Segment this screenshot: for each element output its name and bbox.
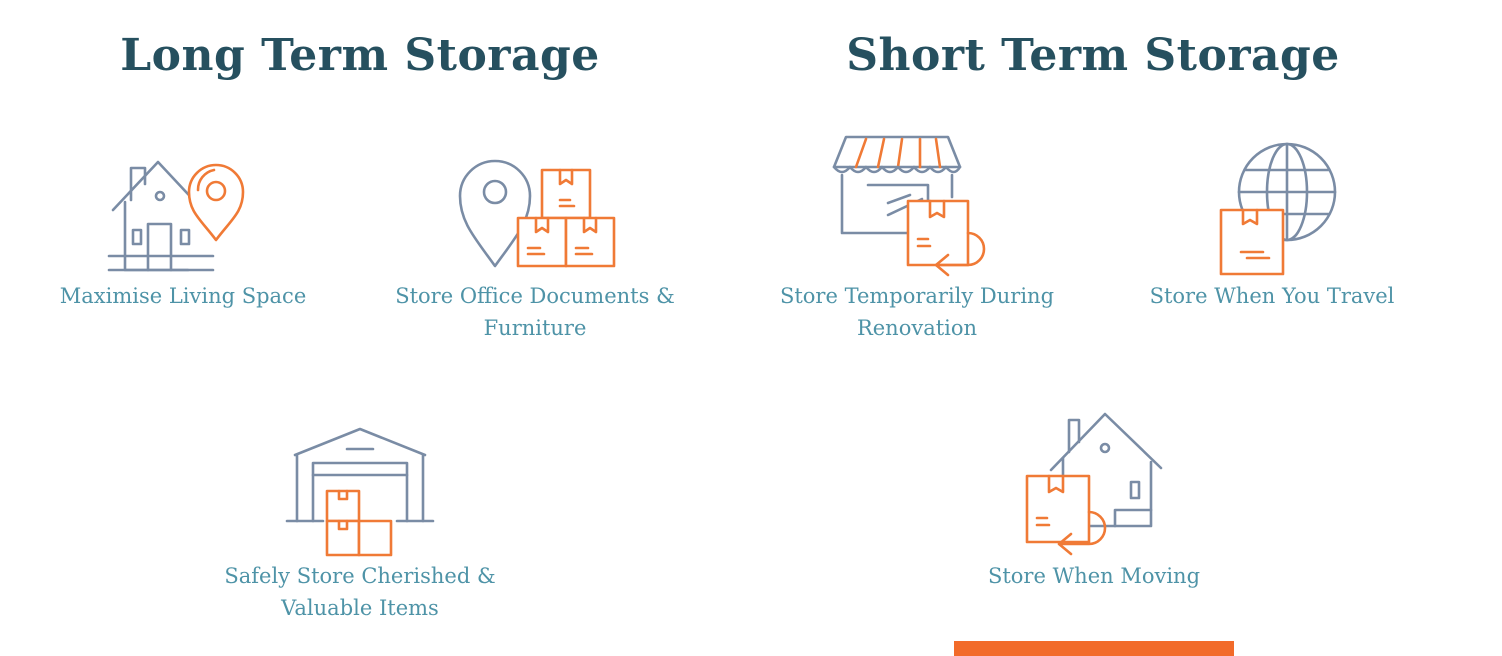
- feature-store-when-travel[interactable]: Store When You Travel: [1130, 140, 1414, 312]
- feature-store-during-renovation[interactable]: Store Temporarily During Renovation: [760, 135, 1074, 344]
- feature-label: Safely Store Cherished & Valuable Items: [224, 564, 496, 620]
- feature-label: Store Temporarily During Renovation: [779, 284, 1055, 340]
- orange-action-bar[interactable]: [954, 641, 1234, 656]
- short-term-storage-heading: Short Term Storage: [846, 30, 1340, 81]
- feature-label: Maximise Living Space: [59, 284, 307, 308]
- globe-box-icon: [1219, 142, 1337, 276]
- house-box-return-icon: [1025, 412, 1163, 556]
- house-location-icon: [107, 160, 245, 272]
- feature-label: Store When You Travel: [1149, 284, 1395, 308]
- warehouse-boxes-icon: [285, 427, 435, 557]
- feature-store-when-moving[interactable]: Store When Moving: [946, 410, 1242, 592]
- feature-maximise-living-space[interactable]: Maximise Living Space: [40, 150, 326, 312]
- location-boxes-icon: [458, 159, 616, 268]
- feature-safely-store-valuables[interactable]: Safely Store Cherished & Valuable Items: [200, 425, 520, 624]
- feature-store-office-documents[interactable]: Store Office Documents & Furniture: [380, 150, 690, 344]
- shop-box-return-icon: [832, 135, 986, 277]
- long-term-storage-heading: Long Term Storage: [120, 30, 600, 81]
- feature-label: Store Office Documents & Furniture: [395, 284, 675, 340]
- feature-label: Store When Moving: [987, 564, 1201, 588]
